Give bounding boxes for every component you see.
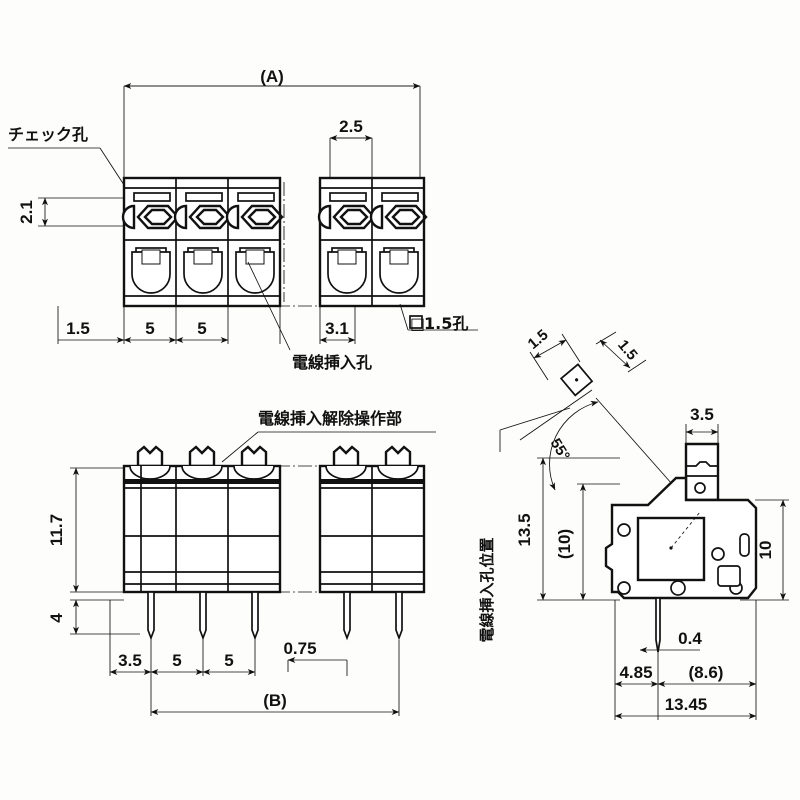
- dim-117: 11.7: [47, 467, 124, 593]
- dim-gap-31-text: 3.1: [325, 319, 349, 338]
- dim-075-text: 0.75: [283, 639, 316, 658]
- dim-overall-b-text: (B): [263, 691, 287, 710]
- top-pole-cell: [121, 192, 180, 294]
- dim-chain-top-bottom: 1.5 5 5: [57, 306, 281, 344]
- top-view: (A) 2.5 チェック孔 2.1: [8, 67, 478, 372]
- dim-pin-pitch-2-text: 5: [224, 651, 233, 670]
- callout-hole-position: 電線挿入孔位置: [478, 407, 571, 643]
- dim-10-ref-text: (10): [555, 529, 574, 559]
- dim-35-tab-text: 3.5: [690, 405, 714, 424]
- top-pole-cell: [369, 192, 428, 294]
- dim-86-ref-text: (8.6): [689, 663, 724, 682]
- callout-release-lever-text: 電線挿入解除操作部: [258, 409, 402, 428]
- release-levers-left: [136, 445, 268, 468]
- top-pole-cells-right: [317, 192, 428, 294]
- dim-10-right-text: 10: [756, 541, 775, 560]
- top-pole-cells-left: [121, 192, 284, 294]
- dim-4: 4: [47, 599, 140, 635]
- dim-04: 0.4: [639, 629, 702, 653]
- note-square-hole: □1.5孔: [399, 303, 478, 333]
- top-body-left: [121, 176, 284, 308]
- dim-overall-a-text: (A): [260, 67, 284, 86]
- dim-overall-a: (A): [123, 67, 421, 178]
- dim-1345-text: 13.45: [665, 695, 708, 714]
- front-view: 電線挿入解除操作部 11.7 4: [47, 409, 436, 716]
- callout-hole-position-text: 電線挿入孔位置: [478, 537, 496, 642]
- release-levers-right: [332, 445, 412, 468]
- dim-04-text: 0.4: [678, 629, 702, 648]
- note-square-hole-text: □1.5孔: [410, 314, 468, 333]
- dim-4-text: 4: [47, 613, 66, 623]
- dim-pin-edge-text: 3.5: [118, 651, 142, 670]
- dim-117-text: 11.7: [47, 514, 66, 546]
- front-body-left: [122, 445, 282, 641]
- dim-135-text: 13.5: [515, 513, 534, 546]
- dim-21-text: 2.1: [17, 200, 36, 224]
- dim-pitch-25-text: 2.5: [339, 117, 363, 136]
- dim-pitch-2-text: 5: [197, 319, 206, 338]
- dim-chain-front: 3.5 5 5: [109, 600, 256, 676]
- top-pole-cell: [225, 192, 284, 294]
- dim-10-right: 10: [740, 499, 789, 601]
- dim-pin-pitch-1-text: 5: [172, 651, 181, 670]
- dim-485-text: 4.85: [619, 663, 652, 682]
- front-pins-left: [147, 591, 259, 641]
- top-pole-cell: [317, 192, 376, 294]
- side-body-profile: [604, 442, 758, 653]
- front-pins-right: [343, 591, 403, 641]
- dim-135: 13.5: [515, 457, 620, 601]
- top-pole-cell: [173, 192, 232, 294]
- callout-check-hole-text: チェック孔: [8, 125, 88, 144]
- dim-86-ref: (8.6): [657, 600, 757, 720]
- callout-wire-insert-hole-text: 電線挿入孔: [292, 353, 372, 372]
- dim-35-tab: 3.5: [685, 405, 719, 444]
- dim-edge-left-text: 1.5: [66, 319, 90, 338]
- dim-1345: 13.45: [614, 695, 757, 719]
- dim-485: 4.85: [614, 600, 659, 720]
- front-body-right: [318, 445, 426, 641]
- top-body-right: [317, 176, 428, 308]
- dim-overall-b: (B): [150, 640, 400, 716]
- dim-10-ref: (10): [555, 483, 620, 601]
- callout-release-lever: 電線挿入解除操作部: [221, 409, 436, 463]
- dim-075: 0.75: [283, 639, 348, 676]
- side-view: 1.5 1.5 55° 電線挿入孔位置 13.5: [478, 326, 789, 720]
- callout-wire-insert-hole: 電線挿入孔: [247, 261, 372, 372]
- dim-pitch-1-text: 5: [145, 319, 154, 338]
- dim-gap-31: 3.1: [319, 306, 356, 344]
- dim-21: 2.1: [17, 197, 138, 227]
